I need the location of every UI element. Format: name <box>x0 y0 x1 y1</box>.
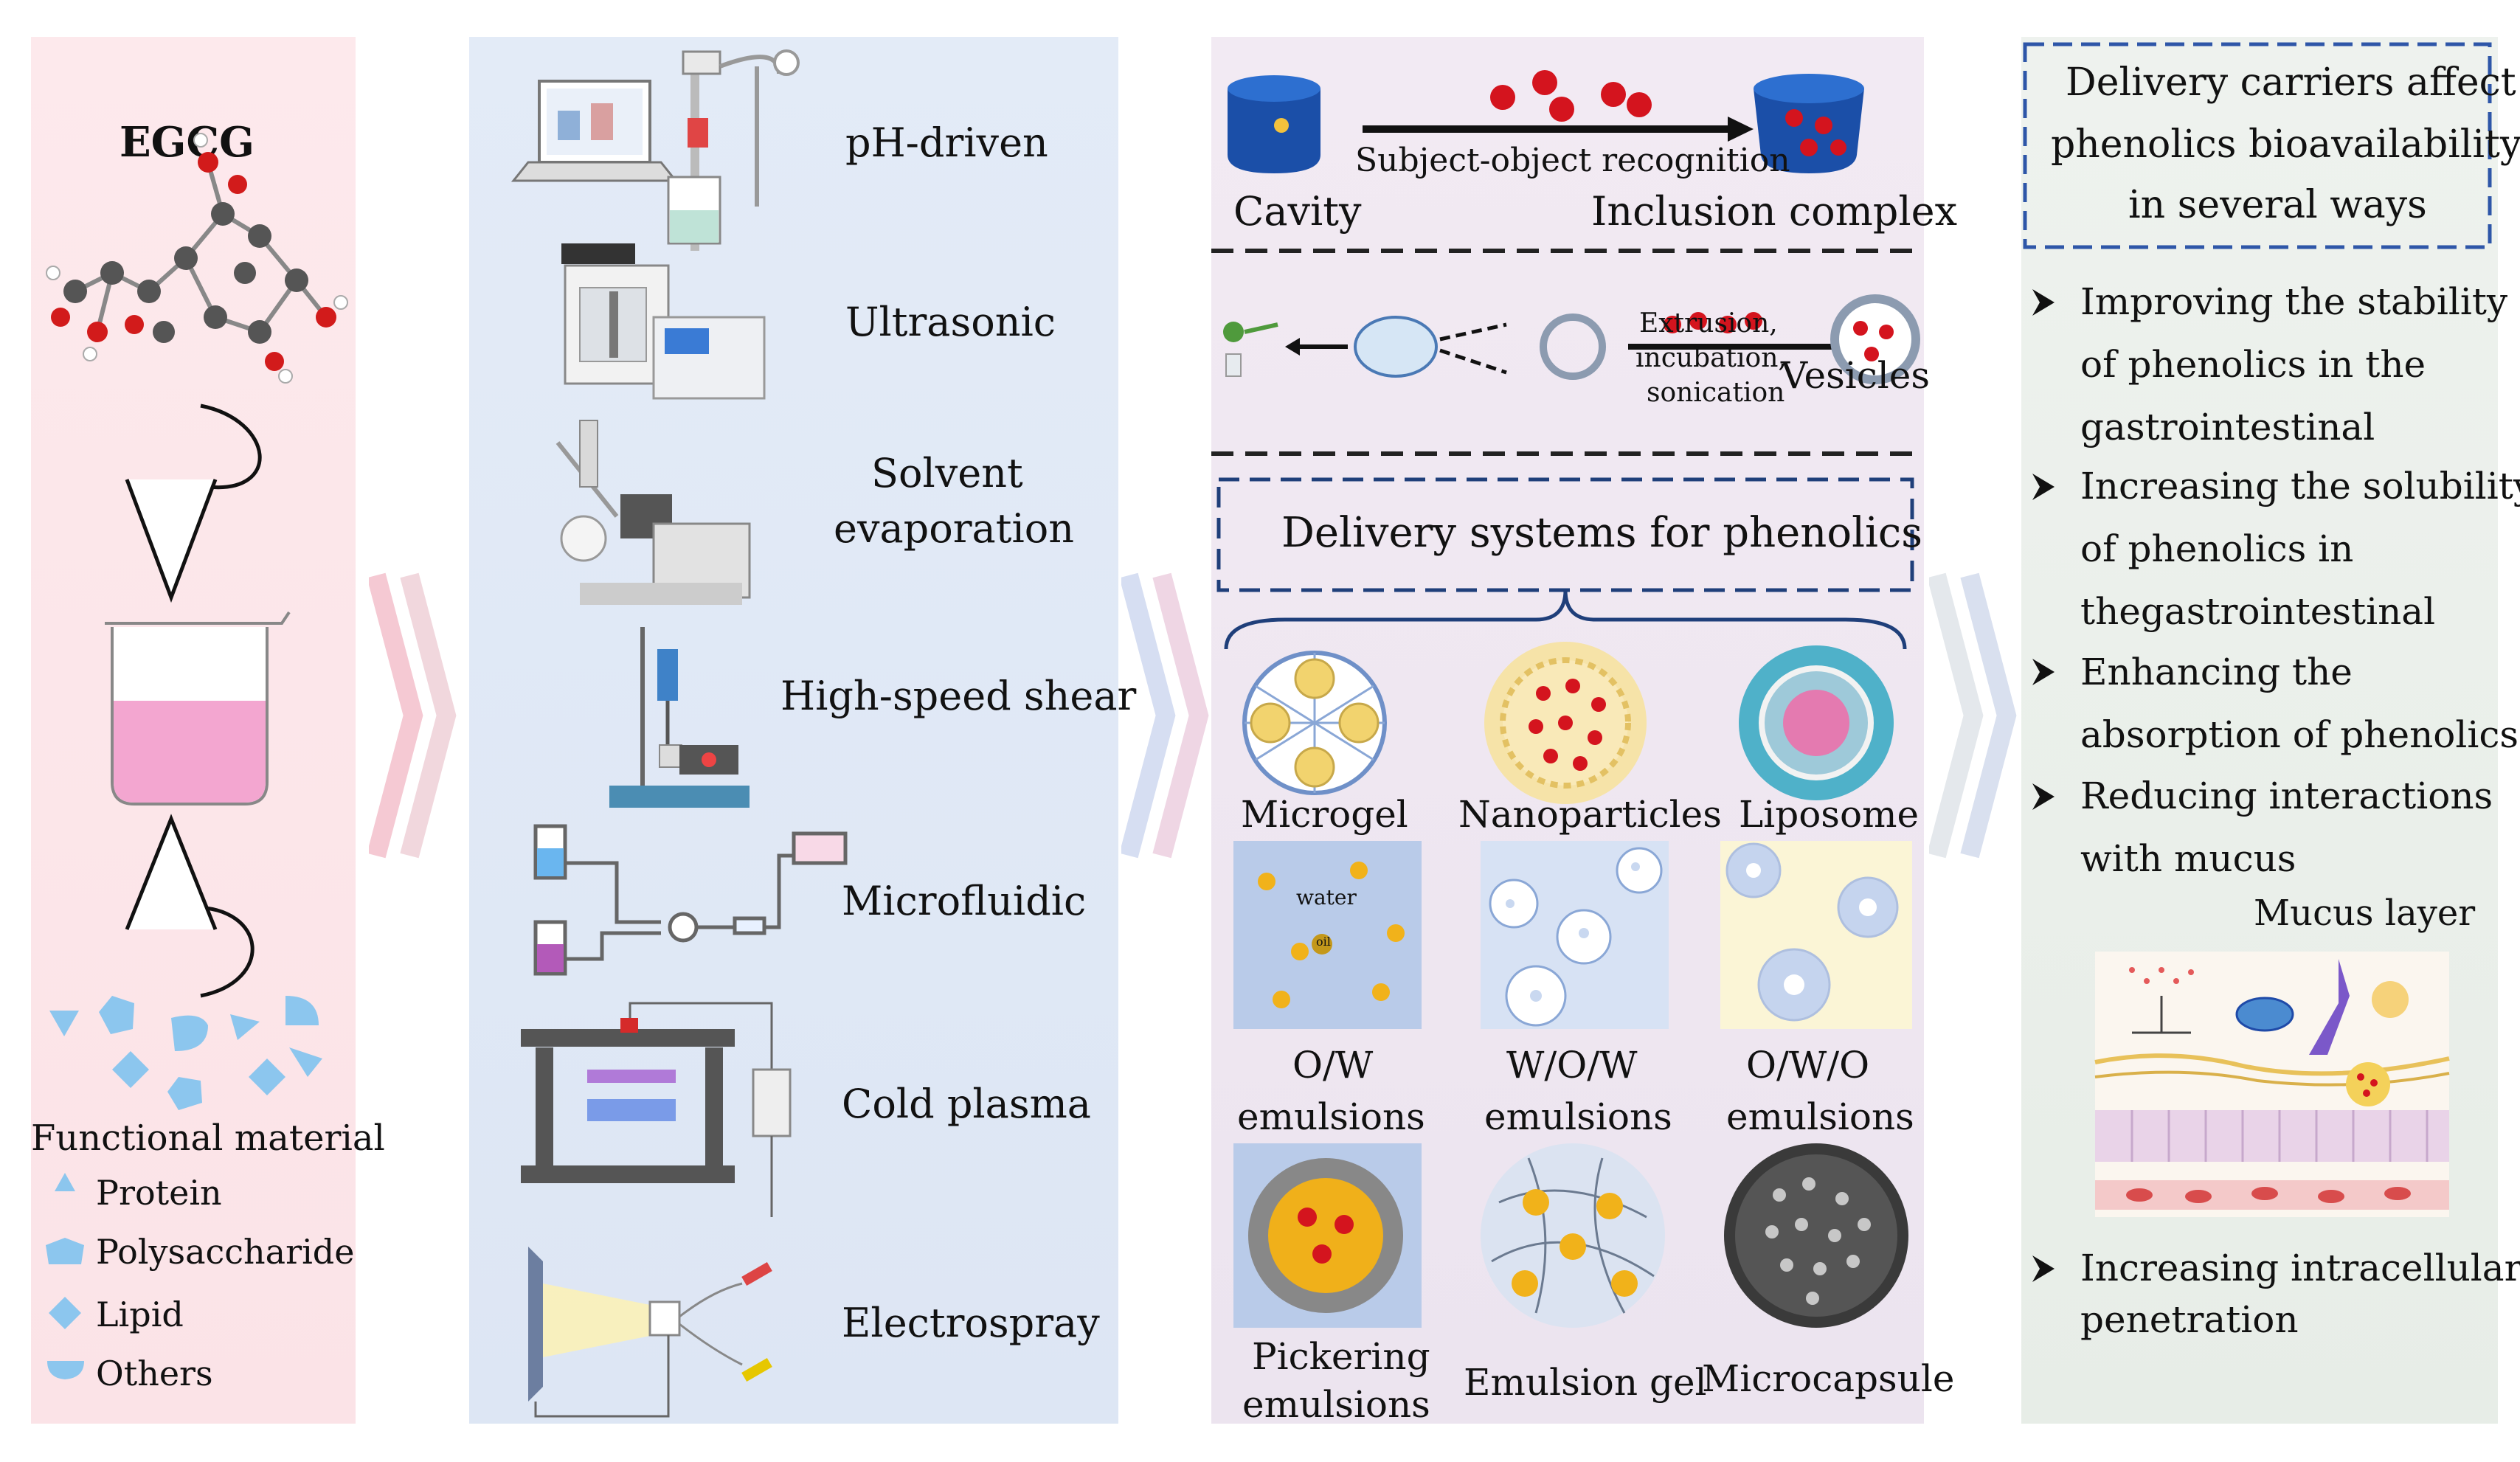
mucus-layer-label: Mucus layer <box>2254 893 2476 934</box>
bullet-4-line-1: Reducing interactions <box>2080 775 2493 817</box>
bullet-3-line-2: absorption of phenolics <box>2080 713 2519 756</box>
pickering-label-1: Pickering <box>1252 1335 1430 1378</box>
bullet-3-line-1: Enhancing the <box>2080 651 2353 693</box>
pickering-label-2: emulsions <box>1242 1383 1430 1426</box>
method-solvent: Solvent <box>871 450 1023 496</box>
chevron-right-icon <box>1929 572 2017 859</box>
microgel-label: Microgel <box>1241 793 1408 836</box>
electrospray-icon <box>528 1247 772 1418</box>
ow-label-2: emulsions <box>1237 1095 1425 1138</box>
bullet-arrow-icons <box>2032 289 2055 1282</box>
liposome-icon <box>1739 645 1894 800</box>
header-line-3: in several ways <box>2128 183 2427 227</box>
bullet-2-line-3: thegastrointestinal <box>2080 590 2436 633</box>
microfluidic-chip-icon <box>533 824 848 976</box>
bullet-5-line-2: penetration <box>2080 1298 2299 1341</box>
microcapsule-label: Microcapsule <box>1702 1357 1955 1400</box>
shear-homogenizer-icon <box>609 627 750 808</box>
legend-others: Others <box>96 1354 213 1393</box>
inclusion-complex-label: Inclusion complex <box>1591 188 1958 235</box>
inclusion-complex-icon <box>1754 74 1864 173</box>
egcg-title: EGCG <box>120 118 255 167</box>
microgel-icon <box>1242 651 1387 795</box>
owo-label-2: emulsions <box>1726 1095 1914 1138</box>
protein-legend-icon <box>55 1173 75 1191</box>
method-ultrasonic: Ultrasonic <box>845 299 1056 345</box>
ow-emulsion-icon <box>1233 841 1422 1029</box>
header-line-2: phenolics bioavailability <box>2051 122 2520 167</box>
bullet-5-line-1: Increasing intracellular <box>2080 1247 2520 1289</box>
method-cold-plasma: Cold plasma <box>842 1081 1091 1127</box>
bioavailability-illustrations <box>2023 42 2492 1282</box>
bullet-1-line-2: of phenolics in the <box>2080 343 2426 386</box>
method-microfluidic: Microfluidic <box>842 878 1087 924</box>
method-illustrations <box>510 49 848 1418</box>
egcg-molecule-icon <box>46 133 348 384</box>
method-high-speed-shear: High-speed shear <box>780 673 1137 719</box>
liposome-label: Liposome <box>1739 793 1920 836</box>
cavity-icon <box>1228 75 1320 173</box>
legend-protein: Protein <box>96 1173 222 1213</box>
method-ph-driven: pH-driven <box>845 119 1048 166</box>
rotary-evaporator-icon <box>555 420 751 605</box>
ultrasonic-device-icon <box>561 243 766 400</box>
bullet-4-line-2: with mucus <box>2080 837 2296 880</box>
extrusion-label-1: Extrusion, <box>1639 308 1778 339</box>
extrusion-label-2: incubation, <box>1635 343 1787 373</box>
recognition-arrow-icon <box>1363 70 1754 142</box>
ph-meter-icon <box>510 49 800 251</box>
nanoparticles-label: Nanoparticles <box>1458 793 1722 836</box>
water-label: water <box>1296 885 1357 910</box>
ow-label-1: O/W <box>1292 1044 1374 1087</box>
extrusion-label-3: sonication <box>1647 378 1785 408</box>
others-legend-icon <box>47 1361 84 1379</box>
method-evaporation: evaporation <box>834 505 1075 552</box>
panel-bioavailability: Delivery carriers affect phenolics bioav… <box>2021 37 2520 1424</box>
recognition-label: Subject-object recognition <box>1355 142 1790 179</box>
chevron-right-icon <box>1121 572 1209 859</box>
bullet-1-line-3: gastrointestinal <box>2080 406 2375 448</box>
wow-emulsion-icon <box>1481 841 1669 1029</box>
panel-preparation-methods: pH-driven Ultrasonic Solvent evaporation… <box>469 37 1136 1424</box>
bullet-2-line-1: Increasing the solubility <box>2080 465 2520 507</box>
beaker-icon <box>105 611 291 806</box>
wow-label-1: W/O/W <box>1506 1044 1638 1087</box>
functional-material-label: Functional material <box>31 1118 385 1159</box>
emulsion-gel-icon <box>1481 1143 1665 1328</box>
bullet-2-line-2: of phenolics in <box>2080 527 2354 570</box>
vesicle-formation-icon <box>1223 294 1920 384</box>
cold-plasma-icon <box>521 1002 792 1217</box>
bullet-1-line-1: Improving the stability <box>2080 280 2508 323</box>
vesicles-label: Vesicles <box>1781 354 1931 397</box>
delivery-illustrations <box>1211 70 1924 1328</box>
pickering-emulsion-icon <box>1233 1143 1422 1328</box>
legend-lipid: Lipid <box>96 1295 184 1334</box>
brace-icon <box>1224 589 1907 650</box>
nanoparticle-icon <box>1484 642 1647 804</box>
polysaccharide-legend-icon <box>46 1238 84 1264</box>
mucus-layer-icon <box>2094 952 2450 1217</box>
cavity-label: Cavity <box>1233 188 1362 235</box>
legend-polysaccharide: Polysaccharide <box>96 1232 355 1272</box>
header-line-1: Delivery carriers affect <box>2066 60 2516 105</box>
egcg-illustration <box>46 133 348 1379</box>
owo-label-1: O/W/O <box>1746 1044 1870 1087</box>
method-electrospray: Electrospray <box>842 1300 1100 1346</box>
emulsion-gel-label: Emulsion gel <box>1464 1361 1707 1404</box>
delivery-systems-title: Delivery systems for phenolics <box>1281 509 1923 557</box>
microcapsule-icon <box>1724 1143 1908 1328</box>
header-box <box>2023 42 2492 249</box>
wow-label-2: emulsions <box>1484 1095 1672 1138</box>
panel-egcg: EGCG <box>31 37 385 1424</box>
owo-emulsion-icon <box>1720 841 1912 1029</box>
lipid-legend-icon <box>49 1297 81 1329</box>
material-shapes-icon <box>49 996 322 1110</box>
oil-label: oil <box>1316 935 1331 949</box>
cycle-arrow-icon <box>125 403 262 998</box>
panel-delivery-systems: Cavity Subject-object recognition Inclus… <box>1211 37 1957 1426</box>
chevron-right-icon <box>369 572 457 859</box>
